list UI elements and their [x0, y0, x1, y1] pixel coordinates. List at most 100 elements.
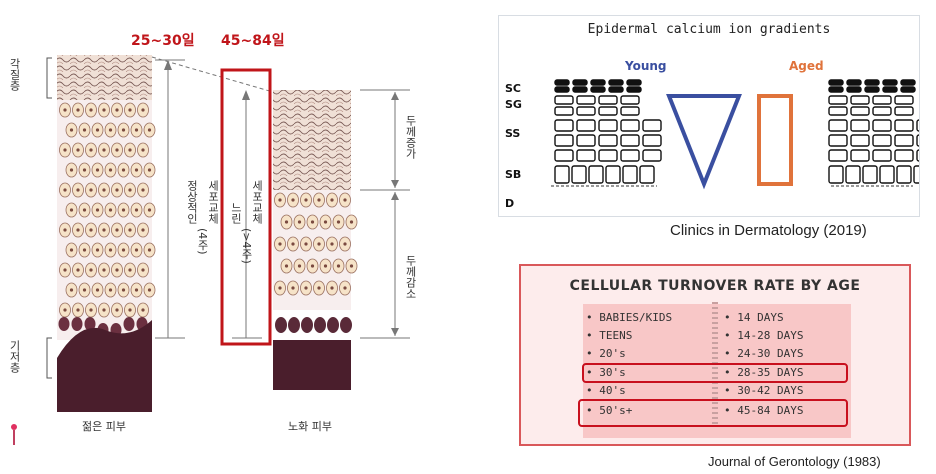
young-cell-nucleus: [141, 148, 145, 152]
aged-cell-nucleus: [317, 242, 321, 246]
young-keratinocyte: [571, 165, 587, 184]
aged-basal-cell: [301, 317, 313, 333]
thickness-increase-label: 두께증가: [404, 115, 417, 159]
aged-keratinocyte: [864, 86, 880, 93]
young-turnover-text: 정상적인 세포교체 (4주): [185, 180, 220, 255]
stratum-corneum-label: 각질층: [8, 58, 21, 91]
young-cell-nucleus: [141, 188, 145, 192]
aged-keratinocyte: [862, 165, 878, 184]
aged-cell-nucleus: [291, 198, 295, 202]
young-keratinocyte: [642, 149, 662, 162]
young-cell-nucleus: [102, 188, 106, 192]
young-keratinocyte: [608, 79, 624, 86]
young-cell-nucleus: [115, 308, 119, 312]
young-cell-nucleus: [128, 228, 132, 232]
young-keratinocyte: [554, 95, 574, 105]
aged-stratum-corneum: [273, 90, 351, 190]
aged-keratinocyte: [872, 119, 892, 132]
turnover-days-0: • 14 DAYS: [724, 311, 784, 324]
turnover-age-3: • 30's: [586, 366, 626, 379]
aged-turnover-highlight: [220, 68, 272, 346]
aged-cell-nucleus: [336, 220, 341, 224]
young-cell-nucleus: [76, 108, 80, 112]
young-keratinocyte: [554, 79, 570, 86]
calcium-gradient-panel: Epidermal calcium ion gradients Young Ag…: [498, 15, 920, 217]
turnover-age-2: • 20's: [586, 347, 626, 360]
young-keratinocyte: [576, 134, 596, 147]
aged-keratinocyte: [872, 149, 892, 162]
young-cell-nucleus: [128, 268, 132, 272]
young-keratinocyte: [576, 106, 596, 116]
aged-keratinocyte: [872, 134, 892, 147]
young-cell-nucleus: [115, 188, 119, 192]
young-cell-nucleus: [134, 168, 139, 172]
aged-keratinocyte: [828, 119, 848, 132]
aged-cell-nucleus: [323, 264, 328, 268]
young-cell-nucleus: [134, 208, 139, 212]
aged-cell-nucleus: [291, 242, 295, 246]
corneum-bracket: [46, 57, 52, 99]
young-dermis: [57, 320, 152, 412]
young-cell-nucleus: [95, 168, 100, 172]
turnover-age-5: • 50's+: [586, 404, 633, 417]
young-cell-nucleus: [121, 208, 126, 212]
young-cell-nucleus: [69, 128, 74, 132]
young-cell-nucleus: [102, 148, 106, 152]
aged-keratinocyte: [896, 165, 912, 184]
young-keratinocyte: [572, 86, 588, 93]
aged-cell-nucleus: [297, 220, 302, 224]
layer-label-sb: SB: [505, 168, 522, 181]
aged-basal-cell: [314, 317, 326, 333]
young-cell-nucleus: [108, 128, 113, 132]
aged-keratinocyte: [900, 86, 916, 93]
young-cell-nucleus: [69, 248, 74, 252]
young-gradient-triangle: [666, 94, 742, 190]
young-skin-label: 젊은 피부: [82, 420, 126, 433]
aged-cell-nucleus: [343, 198, 347, 202]
young-cell-nucleus: [95, 288, 100, 292]
young-keratinocyte: [576, 149, 596, 162]
aged-keratinocyte: [828, 106, 848, 116]
aged-keratinocyte: [828, 95, 848, 105]
young-stratum-corneum: [57, 55, 152, 100]
aged-keratinocyte: [864, 79, 880, 86]
young-cell-nucleus: [95, 248, 100, 252]
young-cell-nucleus: [76, 148, 80, 152]
young-keratinocyte: [572, 79, 588, 86]
aged-keratinocyte: [828, 79, 844, 86]
aged-keratinocyte: [916, 149, 919, 162]
aged-cell-nucleus: [317, 198, 321, 202]
young-keratinocyte: [554, 86, 570, 93]
young-keratinocyte: [620, 134, 640, 147]
turnover-days-4: • 30-42 DAYS: [724, 384, 804, 397]
young-cell-nucleus: [128, 308, 132, 312]
young-keratinocyte: [598, 134, 618, 147]
young-basal-cell: [58, 317, 70, 331]
young-cell-nucleus: [89, 308, 93, 312]
layer-label-sc: SC: [505, 82, 521, 95]
young-cell-nucleus: [134, 248, 139, 252]
aged-keratinocyte: [894, 119, 914, 132]
young-cell-nucleus: [95, 128, 100, 132]
young-cell-nucleus: [76, 188, 80, 192]
aged-keratinocyte: [882, 79, 898, 86]
young-cell-nucleus: [63, 308, 67, 312]
aged-basal-cell: [340, 317, 352, 333]
turnover-title: CELLULAR TURNOVER RATE BY AGE: [569, 278, 861, 294]
aged-cell-nucleus: [343, 286, 347, 290]
young-cell-nucleus: [128, 108, 132, 112]
calcium-gradient-graphic: [551, 79, 919, 190]
young-cell-nucleus: [69, 288, 74, 292]
young-keratinocyte: [598, 119, 618, 132]
young-cell-nucleus: [115, 148, 119, 152]
young-keratinocyte: [554, 134, 574, 147]
highlight-50s: [578, 399, 848, 427]
young-cell-nucleus: [102, 228, 106, 232]
young-cell-nucleus: [141, 108, 145, 112]
skin-diagram: [11, 55, 410, 445]
aged-keratinocyte: [850, 119, 870, 132]
aged-keratinocyte: [882, 86, 898, 93]
young-cell-nucleus: [141, 268, 145, 272]
aged-cell-nucleus: [297, 264, 302, 268]
young-cell-nucleus: [63, 108, 67, 112]
